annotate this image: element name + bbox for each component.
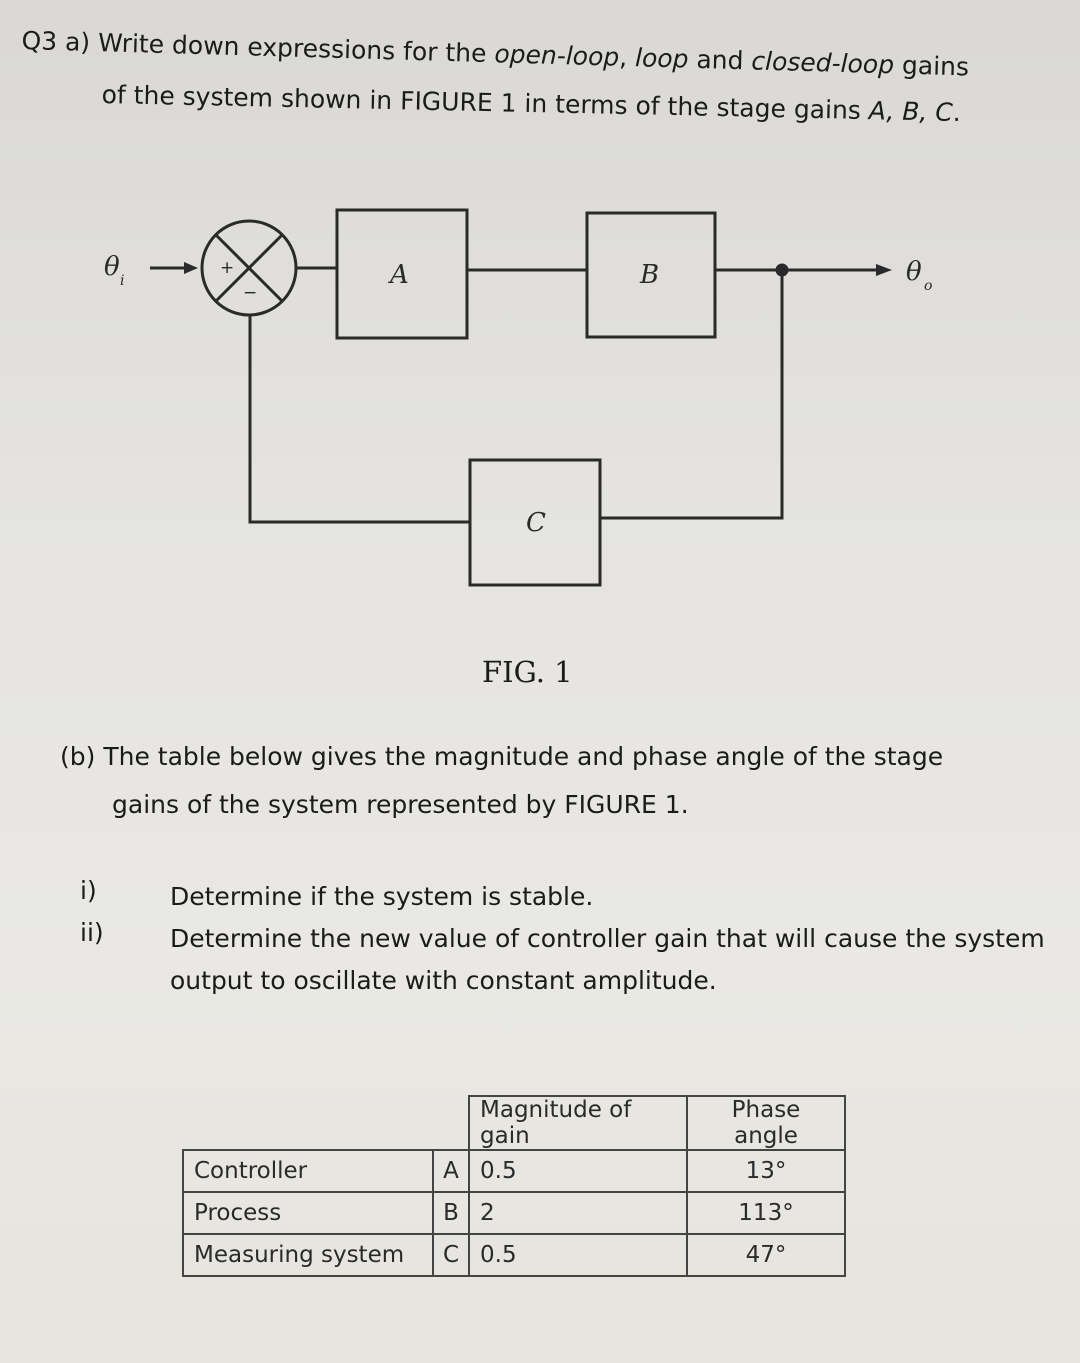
row-magnitude: 0.5: [468, 1149, 688, 1193]
input-theta-label: θ: [104, 252, 120, 282]
row-phase: 13°: [686, 1149, 846, 1193]
header-phase: Phase angle: [686, 1095, 846, 1151]
table-header-row: Magnitude of gain Phase angle: [183, 1095, 846, 1151]
subquestion-text: Determine if the system is stable.: [170, 882, 594, 911]
row-name: Controller: [182, 1149, 434, 1193]
feedback-line: [248, 315, 470, 524]
header-magnitude: Magnitude of gain: [468, 1095, 688, 1151]
input-arrowhead: [184, 262, 198, 274]
row-magnitude: 0.5: [468, 1233, 688, 1277]
gain-table: Magnitude of gain Phase angle Controller…: [182, 1095, 846, 1277]
figure-caption: FIG. 1: [482, 655, 573, 689]
part-b-text: (b) The table below gives the magnitude …: [60, 733, 1040, 829]
table-blank-cell: [433, 1096, 469, 1150]
summing-cross-line: [214, 233, 284, 303]
table-row: Process B 2 113°: [182, 1191, 846, 1235]
block-a-label: A: [388, 260, 409, 290]
block-b: [585, 211, 717, 339]
subquestion-text: Determine the new value of controller ga…: [170, 924, 1045, 995]
subquestion-number: ii): [80, 918, 104, 947]
feedback-line: [600, 270, 784, 520]
block-a: [335, 208, 469, 340]
table-row: Measuring system C 0.5 47°: [182, 1233, 846, 1277]
table-blank-cell: [183, 1096, 433, 1150]
table-row: Controller A 0.5 13°: [182, 1149, 846, 1193]
subquestion-number: i): [80, 876, 97, 905]
output-subscript: o: [924, 278, 932, 294]
minus-sign: −: [243, 283, 257, 303]
row-symbol: A: [432, 1149, 470, 1193]
row-name: Measuring system: [182, 1233, 434, 1277]
block-diagram: θ i θ o A B C + −: [104, 208, 932, 587]
row-symbol: C: [432, 1233, 470, 1277]
input-subscript: i: [120, 273, 124, 289]
block-c-label: C: [526, 508, 546, 538]
row-name: Process: [182, 1191, 434, 1235]
row-phase: 47°: [686, 1233, 846, 1277]
plus-sign: +: [220, 258, 234, 278]
output-arrowhead: [876, 264, 892, 276]
block-b-label: B: [639, 260, 659, 290]
output-theta-label: θ: [906, 257, 922, 287]
row-phase: 113°: [686, 1191, 846, 1235]
part-b-line-1: (b) The table below gives the magnitude …: [60, 742, 944, 771]
row-symbol: B: [432, 1191, 470, 1235]
row-magnitude: 2: [468, 1191, 688, 1235]
part-b-line-2: gains of the system represented by FIGUR…: [112, 790, 689, 819]
